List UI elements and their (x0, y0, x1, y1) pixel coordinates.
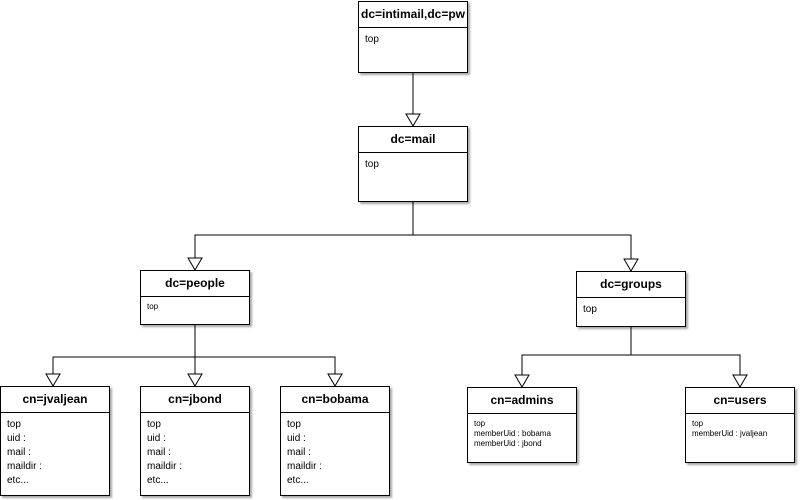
node-attr: mail : (7, 447, 31, 458)
arrowhead-users (732, 374, 748, 388)
node-attr: top (287, 419, 301, 430)
node-title: cn=bobama (281, 387, 389, 413)
edge-people-children (52, 325, 196, 374)
node-title: cn=jbond (141, 387, 249, 413)
node-attr: memberUid : jvaljean (692, 429, 768, 438)
node-attr: memberUid : bobama (474, 429, 551, 438)
edge-people-bobama (195, 356, 336, 374)
node-title: cn=jvaljean (1, 387, 109, 413)
node-cn-jvaljean[interactable]: cn=jvaljean top uid : mail : maildir : e… (0, 386, 110, 496)
node-attr: maildir : (7, 461, 43, 472)
arrowhead-groups (623, 258, 639, 272)
node-attr: uid : (147, 433, 166, 444)
node-attr: top (583, 304, 597, 315)
node-title: cn=users (686, 388, 794, 414)
node-attr: maildir : (147, 461, 183, 472)
node-title: dc=groups (577, 272, 685, 298)
node-cn-bobama[interactable]: cn=bobama top uid : mail : maildir : etc… (280, 386, 390, 496)
node-cn-users[interactable]: cn=users top memberUid : jvaljean (685, 387, 795, 463)
arrowhead-jvaljean (45, 373, 61, 387)
edge-mail-groups (413, 234, 632, 259)
arrowhead-mail (405, 113, 421, 127)
edge-groups-users (631, 354, 741, 375)
node-attr: top (147, 419, 161, 430)
node-attr: top (692, 419, 704, 428)
node-cn-jbond[interactable]: cn=jbond top uid : mail : maildir : etc.… (140, 386, 250, 496)
node-attr: top (474, 419, 486, 428)
node-attr: mail : (287, 447, 311, 458)
edge-mail-children (194, 202, 414, 258)
node-title: dc=people (141, 271, 249, 297)
node-dc-groups[interactable]: dc=groups top (576, 271, 686, 327)
arrowhead-people (187, 257, 203, 271)
node-attr: etc... (7, 475, 29, 486)
node-attr: top (365, 34, 379, 45)
node-attr: etc... (287, 475, 309, 486)
arrowhead-admins (514, 374, 530, 388)
node-dc-people[interactable]: dc=people top (140, 270, 250, 325)
node-attr: etc... (147, 475, 169, 486)
node-title: dc=intimail,dc=pw (359, 2, 467, 28)
node-title: cn=admins (468, 388, 576, 414)
node-attr: top (365, 159, 379, 170)
node-title: dc=mail (359, 127, 467, 153)
node-attr: maildir : (287, 461, 323, 472)
edge-groups-children (521, 327, 632, 375)
node-attr: uid : (7, 433, 26, 444)
arrowhead-bobama (327, 373, 343, 387)
node-attr: uid : (287, 433, 306, 444)
node-attr: top (7, 419, 21, 430)
node-attr: mail : (147, 447, 171, 458)
arrowhead-jbond (187, 373, 203, 387)
node-cn-admins[interactable]: cn=admins top memberUid : bobama memberU… (467, 387, 577, 463)
node-dc-intimail-pw[interactable]: dc=intimail,dc=pw top (358, 1, 468, 73)
node-attr: top (147, 302, 159, 311)
node-attr: memberUid : jbond (474, 439, 542, 448)
node-dc-mail[interactable]: dc=mail top (358, 126, 468, 202)
